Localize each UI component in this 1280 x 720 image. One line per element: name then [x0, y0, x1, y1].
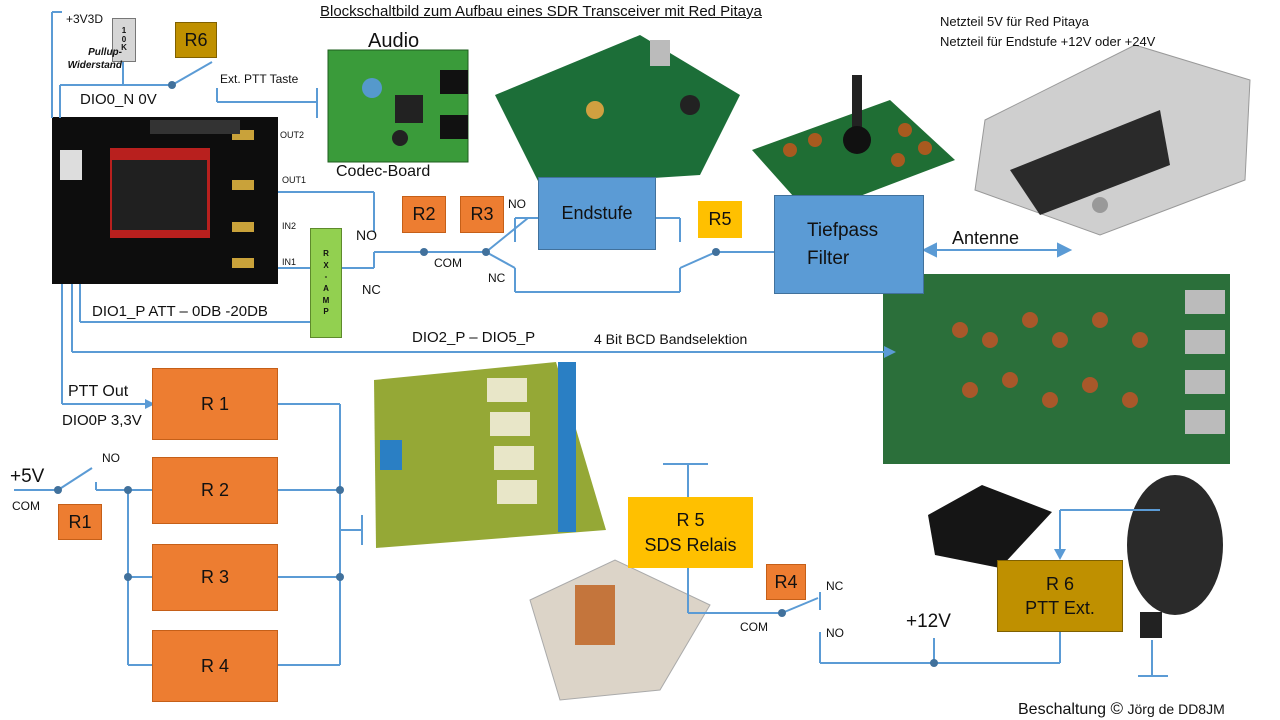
- r2-box: R2: [402, 196, 446, 233]
- bcd-arrowhead: [884, 346, 896, 358]
- r6-small-box: R6: [175, 22, 217, 58]
- relay-board-photo: [374, 362, 606, 548]
- no-label-2: NO: [508, 197, 526, 211]
- tiefpass-box: Tiefpass Filter: [774, 195, 924, 294]
- r1-com-label: COM: [12, 499, 40, 513]
- contact-bars: [316, 88, 708, 465]
- endstufe-photo: [495, 35, 740, 185]
- codec-board-photo: [327, 49, 469, 163]
- out1-label: OUT1: [282, 175, 307, 185]
- audio-label: Audio: [368, 30, 420, 52]
- bandpass-filter-photo: [883, 274, 1230, 464]
- v33-label: +3V3D: [66, 12, 104, 26]
- endstufe-box: Endstufe: [538, 177, 656, 250]
- ptt-out-label: PTT Out: [68, 383, 129, 400]
- in2-label: IN2: [282, 221, 297, 231]
- com-label-1: COM: [434, 256, 462, 270]
- power-supply-photo: [974, 44, 1251, 236]
- pullup-label: Pullup- Widerstand: [67, 47, 122, 71]
- mic-arrowhead: [1054, 549, 1066, 560]
- ptt-arrowhead: [145, 399, 155, 409]
- dio2-label: DIO2_P – DIO5_P: [412, 329, 536, 346]
- r6-ext-box: R 6 PTT Ext.: [997, 560, 1123, 632]
- rx-amp-box: R X - A M P: [310, 228, 342, 338]
- relay-r1: R 1: [152, 368, 278, 440]
- codec-label: Codec-Board: [336, 163, 431, 180]
- r1-small-box: R1: [58, 504, 102, 540]
- relay-r2: R 2: [152, 457, 278, 524]
- page-title: Blockschaltbild zum Aufbau eines SDR Tra…: [320, 3, 762, 20]
- relay-r3: R 3: [152, 544, 278, 611]
- credit-prefix: Beschaltung: [1018, 701, 1107, 718]
- junction-dots: [54, 81, 938, 667]
- antenne-label: Antenne: [952, 228, 1020, 248]
- tiefpass-photo: [752, 75, 955, 215]
- r4-small-box: R4: [766, 564, 806, 600]
- dio1-label: DIO1_P ATT – 0DB -20DB: [92, 303, 268, 320]
- ext-ptt-label: Ext. PTT Taste: [220, 72, 299, 86]
- red-pitaya-photo: [52, 117, 278, 284]
- relay-r4: R 4: [152, 630, 278, 702]
- r5-small-box: R5: [698, 201, 742, 238]
- r3-box: R3: [460, 196, 504, 233]
- plus5v-label: +5V: [10, 466, 45, 487]
- nc-label-2: NC: [488, 271, 506, 285]
- pullup-resistor: 1 0 K: [112, 18, 136, 62]
- r4-com-label: COM: [740, 620, 768, 634]
- plus12v-label: +12V: [906, 611, 951, 632]
- copyright-icon: ©: [1110, 699, 1124, 718]
- credit-line: Beschaltung © Jörg de DD8JM: [1018, 700, 1225, 718]
- wire-network: [14, 11, 1168, 677]
- microphone-photo: [1127, 475, 1223, 638]
- dio0p-label: DIO0P 3,3V: [62, 412, 142, 429]
- antenne-arrow: [921, 242, 1073, 258]
- r4-nc-label: NC: [826, 579, 844, 593]
- r4-no-label: NO: [826, 626, 844, 640]
- dio0-label: DIO0_N 0V: [80, 91, 157, 108]
- netzteil-line2: Netzteil für Endstufe +12V oder +24V: [940, 34, 1156, 49]
- credit-author: Jörg de DD8JM: [1127, 701, 1225, 717]
- out2-label: OUT2: [280, 130, 305, 140]
- no-label-1: NO: [356, 227, 377, 243]
- sds-relay-photo: [529, 559, 711, 701]
- r1-no-label: NO: [102, 451, 120, 465]
- nc-label-1: NC: [362, 282, 381, 297]
- bcd-label: 4 Bit BCD Bandselektion: [594, 331, 748, 347]
- in1-label: IN1: [282, 257, 297, 267]
- netzteil-line1: Netzteil 5V für Red Pitaya: [940, 14, 1089, 29]
- small-relay-photo: [928, 485, 1052, 568]
- sds-relay-box: R 5 SDS Relais: [628, 497, 753, 568]
